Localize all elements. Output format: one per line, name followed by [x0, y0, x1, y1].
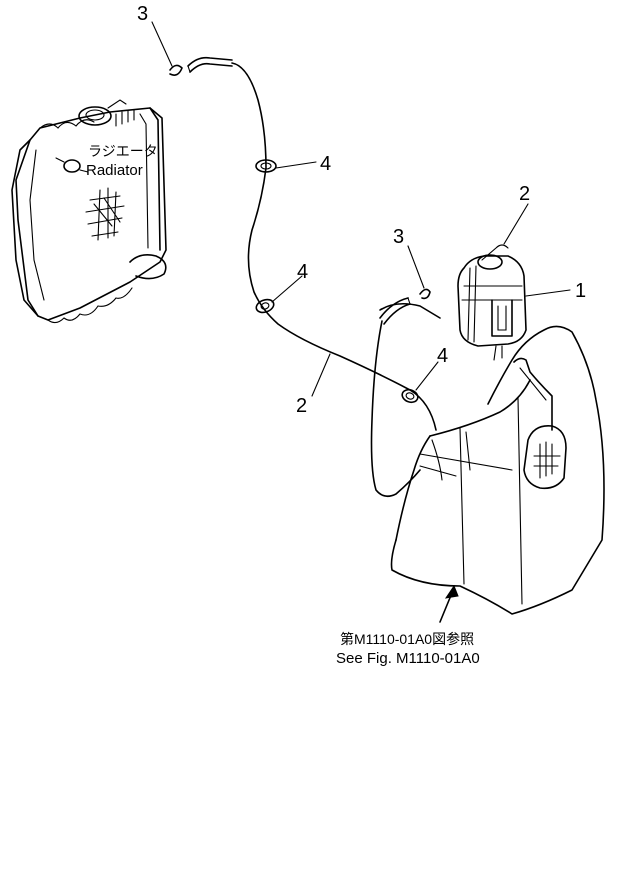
hose-tank-overflow	[370, 297, 421, 498]
callout-4-lower: 4	[437, 345, 448, 367]
clip-tank	[419, 288, 431, 300]
callout-2-hose: 2	[296, 395, 307, 417]
clip-upper	[169, 64, 183, 76]
callout-4-upper: 4	[320, 153, 331, 175]
callout-1: 1	[575, 280, 586, 302]
body-panel-drawing	[379, 302, 605, 623]
reference-label-jp: 第M1110-01A0図参照	[340, 631, 474, 647]
reserve-tank-drawing	[457, 244, 527, 361]
clamp-lower	[401, 388, 419, 404]
clamp-middle	[255, 298, 275, 314]
radiator-label-jp: ラジエータ	[88, 143, 158, 159]
callout-2-top: 2	[519, 183, 530, 205]
radiator-label-en: Radiator	[86, 162, 143, 179]
radiator-drawing	[11, 99, 167, 324]
callout-4-middle: 4	[297, 261, 308, 283]
leader-lines	[151, 21, 571, 397]
callout-3-top: 3	[137, 3, 148, 25]
hose-radiator-to-tank	[187, 56, 437, 431]
clamp-upper	[255, 159, 277, 173]
reference-label-en: See Fig. M1110-01A0	[336, 650, 480, 667]
callout-3-tank: 3	[393, 226, 404, 248]
